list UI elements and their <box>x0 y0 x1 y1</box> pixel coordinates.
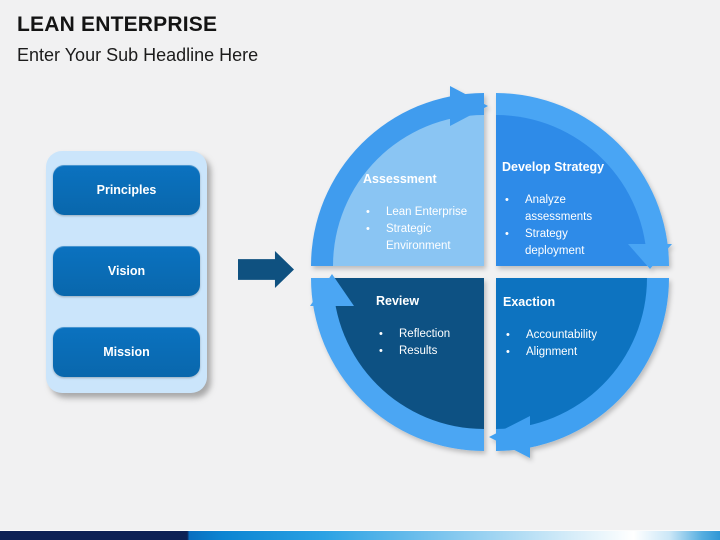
flow-arrowhead-right-icon <box>628 244 672 269</box>
quadrant-title: Review <box>376 294 420 308</box>
flow-arrowhead-left-icon <box>310 274 354 306</box>
quadrant-bullets: Analyze assessments Strategy deployment <box>502 192 612 260</box>
quadrant-title: Develop Strategy <box>502 160 605 174</box>
bullet-item: Results <box>376 343 486 360</box>
assessment-text: Assessment Lean Enterprise Strategic Env… <box>363 172 483 255</box>
exaction-text: Exaction Accountability Alignment <box>503 295 625 361</box>
bullet-item: Lean Enterprise <box>363 204 483 221</box>
bullet-item: Reflection <box>376 326 486 343</box>
develop-strategy-text: Develop Strategy Analyze assessments Str… <box>502 160 612 260</box>
footer-gradient-bar <box>0 530 720 540</box>
quadrant-title: Exaction <box>503 295 556 309</box>
panel-item-label: Vision <box>107 264 146 278</box>
quadrant-title: Assessment <box>363 172 437 186</box>
bullet-item: Strategic Environment <box>363 221 483 255</box>
bullet-item: Analyze assessments <box>502 192 612 226</box>
panel-item-principles: Principles <box>53 165 200 215</box>
panel-item-label: Principles <box>96 183 157 197</box>
panel-item-vision: Vision <box>53 246 200 296</box>
page-title: LEAN ENTERPRISE <box>17 13 218 36</box>
review-text: Review Reflection Results <box>376 294 486 360</box>
cycle-diagram <box>310 86 672 458</box>
flow-arrowhead-bottom-icon <box>489 416 530 458</box>
page-subtitle: Enter Your Sub Headline Here <box>17 45 259 65</box>
quadrant-bullets: Lean Enterprise Strategic Environment <box>363 204 483 255</box>
flow-arrowhead-top-icon <box>450 86 488 126</box>
right-arrow-icon <box>238 251 294 288</box>
quadrant-bullets: Accountability Alignment <box>503 327 625 361</box>
bullet-item: Alignment <box>503 344 625 361</box>
left-panel: Principles Vision Mission <box>46 151 207 393</box>
panel-item-mission: Mission <box>53 327 200 377</box>
bullet-item: Accountability <box>503 327 625 344</box>
bullet-item: Strategy deployment <box>502 226 612 260</box>
quadrant-bullets: Reflection Results <box>376 326 486 360</box>
panel-item-label: Mission <box>103 345 150 359</box>
